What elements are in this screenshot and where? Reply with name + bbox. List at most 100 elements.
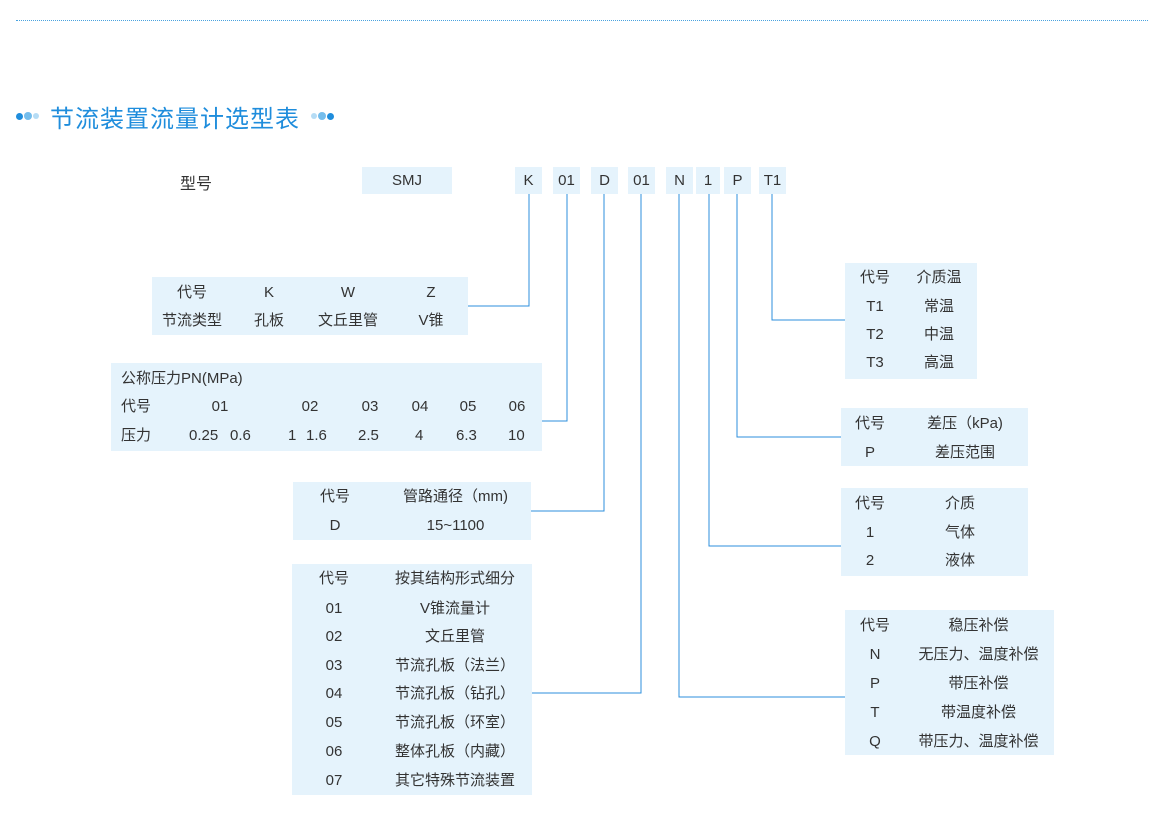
type-name-orifice: 孔板 <box>253 312 284 329</box>
temperature-code-t1: T1 <box>866 298 884 315</box>
type-code-label: 代号 <box>176 284 207 301</box>
pressure-code-06: 06 <box>508 398 526 415</box>
pressure-value-1: 1 <box>288 427 297 444</box>
pressure-value-16: 1.6 <box>306 427 327 444</box>
temperature-code-label: 代号 <box>859 269 890 286</box>
pressure-code-05: 05 <box>459 398 477 415</box>
compensation-desc-t: 带温度补偿 <box>940 704 1016 721</box>
type-name-vcone: V锥 <box>418 312 444 329</box>
temperature-desc-label: 介质温 <box>916 269 962 286</box>
connector-diffpressure <box>736 194 841 438</box>
structure-desc-label: 按其结构形式细分 <box>394 570 515 587</box>
diameter-table: 代号 管路通径（mm) D 15~1100 <box>293 482 531 540</box>
structure-desc-02: 文丘里管 <box>424 628 485 645</box>
medium-desc-2: 液体 <box>944 552 975 569</box>
top-dotted-divider <box>16 20 1148 21</box>
compensation-code-label: 代号 <box>859 617 890 634</box>
diffpressure-desc-label: 差压（kPa) <box>927 415 1003 432</box>
structure-code-label: 代号 <box>318 570 349 587</box>
pressure-value-025: 0.25 <box>189 427 219 444</box>
type-name-label: 节流类型 <box>161 312 222 329</box>
structure-code-03: 03 <box>325 657 343 674</box>
diffpressure-table: 代号 差压（kPa) P 差压范围 <box>841 408 1028 466</box>
model-segment-diameter: D <box>591 167 618 194</box>
type-code-w: W <box>340 284 356 301</box>
temperature-desc-t1: 常温 <box>923 298 954 315</box>
diameter-range: 15~1100 <box>426 517 485 534</box>
model-segment-diffpressure: P <box>724 167 751 194</box>
pressure-value-label: 压力 <box>121 427 152 444</box>
structure-desc-01: V锥流量计 <box>419 600 490 617</box>
temperature-table: 代号 介质温 T1 常温 T2 中温 T3 高温 <box>845 263 977 379</box>
type-name-venturi: 文丘里管 <box>317 312 378 329</box>
temperature-code-t3: T3 <box>866 354 884 371</box>
structure-table: 代号 按其结构形式细分 01 V锥流量计 02 文丘里管 03 节流孔板（法兰）… <box>292 564 532 795</box>
pressure-code-03: 03 <box>361 398 379 415</box>
compensation-desc-n: 无压力、温度补偿 <box>918 646 1039 663</box>
diffpressure-code-label: 代号 <box>854 415 885 432</box>
compensation-desc-q: 带压力、温度补偿 <box>918 733 1039 750</box>
diffpressure-code-p: P <box>864 444 875 461</box>
pressure-value-4: 4 <box>415 427 424 444</box>
compensation-code-n: N <box>869 646 881 663</box>
compensation-code-t: T <box>870 704 880 721</box>
structure-code-05: 05 <box>325 714 343 731</box>
temperature-desc-t3: 高温 <box>923 354 954 371</box>
compensation-desc-label: 稳压补偿 <box>948 617 1009 634</box>
compensation-code-p: P <box>869 675 880 692</box>
connector-structure <box>532 194 642 694</box>
connector-pressure <box>542 194 568 422</box>
pressure-header: 公称压力PN(MPa) <box>121 370 243 387</box>
structure-code-06: 06 <box>325 743 343 760</box>
structure-desc-03: 节流孔板（法兰） <box>394 657 515 674</box>
model-segment-type: K <box>515 167 542 194</box>
model-segment-pressure: 01 <box>553 167 580 194</box>
medium-desc-1: 气体 <box>944 524 975 541</box>
medium-code-label: 代号 <box>854 495 885 512</box>
diameter-desc-label: 管路通径（mm) <box>403 488 508 505</box>
compensation-code-q: Q <box>869 733 881 750</box>
pressure-code-01: 01 <box>211 398 229 415</box>
type-table: 代号 K W Z 节流类型 孔板 文丘里管 V锥 <box>152 277 468 335</box>
structure-desc-05: 节流孔板（环室） <box>394 714 515 731</box>
connector-compensation <box>678 194 845 698</box>
structure-desc-07: 其它特殊节流装置 <box>394 772 515 789</box>
pressure-value-63: 6.3 <box>456 427 477 444</box>
pressure-code-label: 代号 <box>121 398 152 415</box>
page-title: 节流装置流量计选型表 <box>50 105 300 133</box>
title-right-dots-icon <box>310 112 334 120</box>
model-segment-series: SMJ <box>362 167 452 194</box>
connector-type <box>468 194 530 307</box>
pressure-code-04: 04 <box>411 398 429 415</box>
medium-desc-label: 介质 <box>944 495 975 512</box>
pressure-value-06: 0.6 <box>230 427 251 444</box>
pressure-value-25: 2.5 <box>358 427 379 444</box>
compensation-desc-p: 带压补偿 <box>948 675 1009 692</box>
structure-code-04: 04 <box>325 685 343 702</box>
type-code-k: K <box>263 284 274 301</box>
structure-code-01: 01 <box>325 600 343 617</box>
model-segment-structure: 01 <box>628 167 655 194</box>
compensation-table: 代号 稳压补偿 N 无压力、温度补偿 P 带压补偿 T 带温度补偿 Q 带压力、… <box>845 610 1054 755</box>
title-bar: 节流装置流量计选型表 <box>16 100 334 133</box>
medium-code-1: 1 <box>865 524 875 541</box>
pressure-code-02: 02 <box>301 398 319 415</box>
temperature-code-t2: T2 <box>866 326 884 343</box>
pressure-value-10: 10 <box>508 427 525 444</box>
diameter-code-d: D <box>329 517 341 534</box>
temperature-desc-t2: 中温 <box>923 326 954 343</box>
structure-code-02: 02 <box>325 628 343 645</box>
structure-desc-06: 整体孔板（内藏） <box>394 743 515 760</box>
medium-table: 代号 介质 1 气体 2 液体 <box>841 488 1028 576</box>
connector-medium <box>708 194 841 547</box>
diffpressure-desc-p: 差压范围 <box>934 444 995 461</box>
model-segment-temperature: T1 <box>759 167 786 194</box>
model-segment-medium: 1 <box>696 167 720 194</box>
connector-temperature <box>771 194 845 321</box>
model-label: 型号 <box>180 176 213 193</box>
connector-diameter <box>531 194 605 512</box>
type-code-z: Z <box>426 284 436 301</box>
structure-desc-04: 节流孔板（钻孔） <box>394 685 515 702</box>
medium-code-2: 2 <box>865 552 875 569</box>
